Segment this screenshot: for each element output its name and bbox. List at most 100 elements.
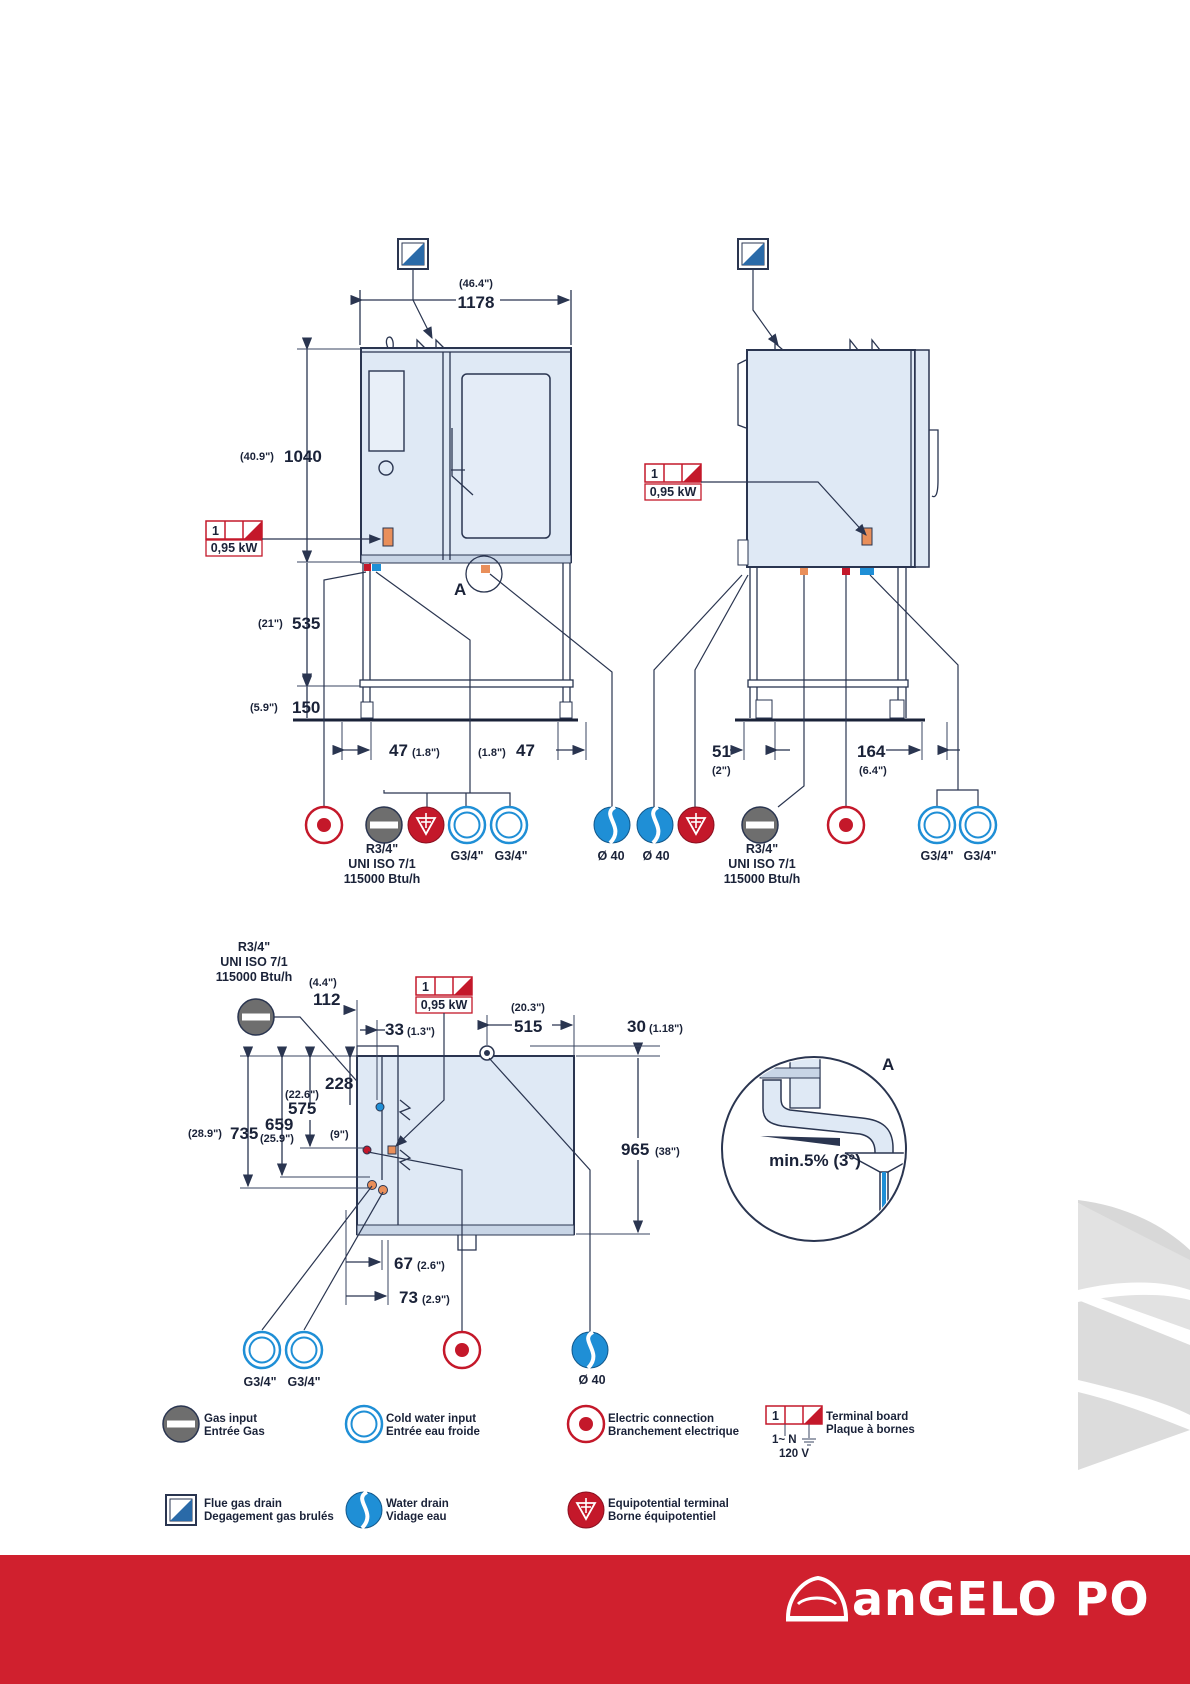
front-gas-input-icon bbox=[365, 806, 403, 844]
legend-terminal-voltage: 120 V bbox=[779, 1448, 809, 1460]
side-terminal-num: 1 bbox=[651, 467, 658, 481]
legend-flue-icon bbox=[165, 1494, 197, 1526]
top-cold-water-icon-2 bbox=[284, 1330, 324, 1370]
top-drain-size: Ø 40 bbox=[578, 1373, 605, 1387]
side-electric-connection-icon bbox=[826, 805, 866, 845]
top-d112-mm: 112 bbox=[313, 990, 340, 1009]
legend-water-drain-fr: Vidage eau bbox=[386, 1511, 447, 1523]
front-width-mm: 1178 bbox=[458, 293, 495, 312]
side-equipotential-icon bbox=[677, 806, 715, 844]
side-water-drain-icon bbox=[635, 805, 675, 845]
top-view: R3/4" UNI ISO 7/1 115000 Btu/h (4.4") 11… bbox=[188, 940, 688, 1389]
top-d965-in: (38") bbox=[655, 1146, 680, 1158]
front-height-in: (40.9") bbox=[240, 451, 274, 463]
side-view: 1 0,95 kW 51 (2") 164 (6.4") Ø 40 R3/4" … bbox=[635, 238, 998, 886]
detail-a: min.5% (3°) A bbox=[721, 1055, 907, 1242]
side-gas-spec-3: 115000 Btu/h bbox=[724, 872, 800, 886]
top-d515-mm: 515 bbox=[514, 1017, 542, 1036]
legend-gas-en: Gas input bbox=[204, 1413, 257, 1425]
front-offset-right-mm: 47 bbox=[516, 741, 535, 760]
legend-cold-water-fr: Entrée eau froide bbox=[386, 1426, 480, 1438]
side-cold-water-icon-2 bbox=[958, 805, 998, 845]
front-gas-spec-3: 115000 Btu/h bbox=[344, 872, 420, 886]
top-d30-in: (1.18") bbox=[649, 1023, 683, 1035]
front-cold-water-icon-2 bbox=[489, 805, 529, 845]
front-width-in: (46.4") bbox=[459, 278, 493, 290]
side-left-mm: 51 bbox=[712, 742, 731, 761]
side-gas-input-icon bbox=[741, 806, 779, 844]
top-terminal-power: 0,95 kW bbox=[421, 998, 468, 1012]
side-left-in: (2") bbox=[712, 765, 731, 777]
top-gas-spec-1: R3/4" bbox=[238, 940, 270, 954]
top-d735-mm: 735 bbox=[230, 1124, 258, 1143]
legend-cold-water-en: Cold water input bbox=[386, 1413, 476, 1425]
legend-terminal-num: 1 bbox=[772, 1409, 779, 1423]
legend-equipotential-fr: Borne équipotentiel bbox=[608, 1511, 716, 1523]
footer-band bbox=[0, 1555, 1190, 1684]
front-offset-left-in: (1.8") bbox=[412, 747, 440, 759]
brand-logo-icon bbox=[785, 1575, 849, 1622]
side-right-in: (6.4") bbox=[859, 765, 887, 777]
front-view: (46.4") 1178 A bbox=[205, 238, 632, 886]
front-offset-left-mm: 47 bbox=[389, 741, 408, 760]
legend-terminal-en: Terminal board bbox=[826, 1411, 908, 1423]
top-d73-mm: 73 bbox=[399, 1288, 418, 1307]
top-water-drain-icon bbox=[570, 1330, 610, 1370]
detail-a-slope: min.5% (3°) bbox=[769, 1151, 861, 1170]
top-d33-mm: 33 bbox=[385, 1020, 404, 1039]
side-terminal-power: 0,95 kW bbox=[650, 485, 697, 499]
legend-water-drain-en: Water drain bbox=[386, 1498, 449, 1510]
legend-cold-water-icon bbox=[344, 1404, 384, 1444]
top-terminal-num: 1 bbox=[422, 980, 429, 994]
side-flue-drain-icon bbox=[737, 238, 769, 270]
decorative-arcs bbox=[1078, 1200, 1190, 1470]
side-drain-size: Ø 40 bbox=[642, 849, 669, 863]
legend: Gas input Entrée Gas Cold water input En… bbox=[162, 1404, 915, 1530]
front-leg-in: (21") bbox=[258, 618, 283, 630]
top-d112-in: (4.4") bbox=[309, 977, 337, 989]
top-d67-in: (2.6") bbox=[417, 1260, 445, 1272]
top-cold-water-icon-1 bbox=[242, 1330, 282, 1370]
top-d659-mm: 659 bbox=[265, 1115, 293, 1134]
front-cold-water-icon-1 bbox=[447, 805, 487, 845]
top-water-g1: G3/4" bbox=[243, 1375, 276, 1389]
front-leg-mm: 535 bbox=[292, 614, 320, 633]
front-detail-a-label: A bbox=[454, 580, 466, 599]
front-gas-spec-2: UNI ISO 7/1 bbox=[348, 857, 415, 871]
top-d33-in: (1.3") bbox=[407, 1026, 435, 1038]
side-gas-spec-2: UNI ISO 7/1 bbox=[728, 857, 795, 871]
front-shelf-mm: 150 bbox=[292, 698, 320, 717]
top-gas-input-icon bbox=[237, 998, 275, 1036]
flue-drain-icon bbox=[397, 238, 429, 270]
side-cold-water-icon-1 bbox=[917, 805, 957, 845]
legend-terminal-supply: 1~ N bbox=[772, 1434, 797, 1446]
side-water-g1: G3/4" bbox=[920, 849, 953, 863]
side-right-mm: 164 bbox=[857, 742, 886, 761]
top-d659-in: (25.9") bbox=[260, 1133, 294, 1145]
top-gas-spec-3: 115000 Btu/h bbox=[216, 970, 292, 984]
top-d575-in: (22.6") bbox=[285, 1089, 319, 1101]
front-water-drain-icon bbox=[592, 805, 632, 845]
front-electric-connection-icon bbox=[304, 805, 344, 845]
front-terminal-num: 1 bbox=[212, 524, 219, 538]
front-drain-size: Ø 40 bbox=[597, 849, 624, 863]
legend-flue-en: Flue gas drain bbox=[204, 1498, 282, 1510]
side-water-g2: G3/4" bbox=[963, 849, 996, 863]
front-height-mm: 1040 bbox=[284, 447, 322, 466]
legend-flue-fr: Degagement gas brulés bbox=[204, 1511, 334, 1523]
top-d965-mm: 965 bbox=[621, 1140, 649, 1159]
front-water-g1: G3/4" bbox=[450, 849, 483, 863]
front-water-g2: G3/4" bbox=[494, 849, 527, 863]
legend-electric-en: Electric connection bbox=[608, 1413, 714, 1425]
legend-water-drain-icon bbox=[344, 1490, 384, 1530]
top-d228-mm: 228 bbox=[325, 1074, 353, 1093]
legend-electric-fr: Branchement electrique bbox=[608, 1426, 739, 1438]
top-d67-mm: 67 bbox=[394, 1254, 413, 1273]
front-offset-right-in: (1.8") bbox=[478, 747, 506, 759]
front-gas-spec-1: R3/4" bbox=[366, 842, 398, 856]
legend-gas-icon bbox=[162, 1405, 200, 1443]
top-d515-in: (20.3") bbox=[511, 1002, 545, 1014]
top-water-g2: G3/4" bbox=[287, 1375, 320, 1389]
legend-gas-fr: Entrée Gas bbox=[204, 1426, 265, 1438]
